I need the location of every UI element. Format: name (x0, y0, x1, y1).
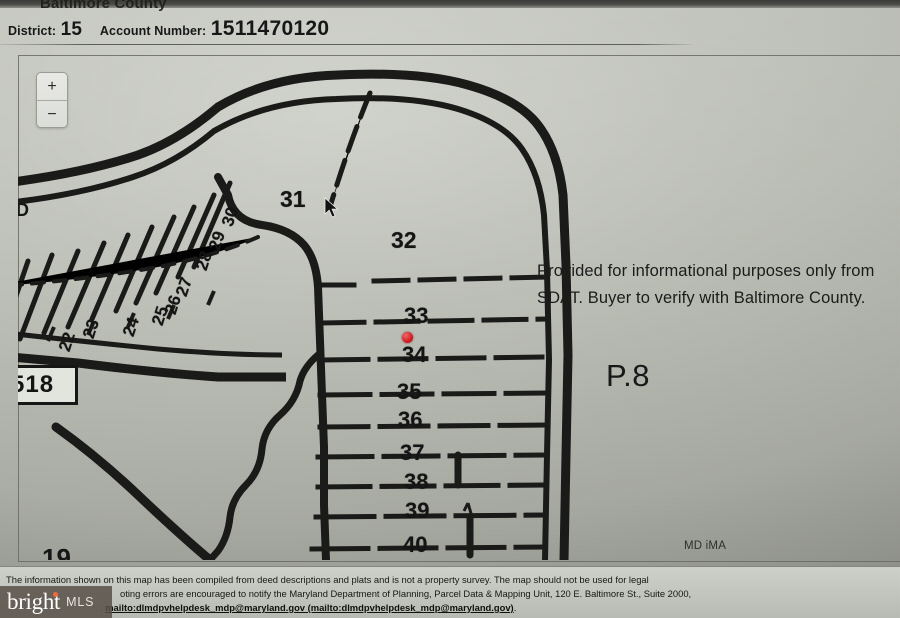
county-title: Baltimore County (40, 0, 167, 12)
bright-mls-wordmark: bright (7, 589, 60, 615)
mouse-cursor-icon (324, 197, 339, 218)
map-canvas[interactable]: + − D 19 518 313233343536373839404142 30… (18, 55, 900, 560)
header-info-row: District: 15 Account Number: 1511470120 (8, 17, 329, 41)
parcel-number-32[interactable]: 32 (391, 227, 417, 253)
map-zoom-control[interactable]: + − (36, 72, 68, 128)
district-value: 15 (60, 19, 83, 40)
parcel-number-40[interactable]: 40 (403, 532, 428, 557)
map-attribution-label: MD iMA (684, 540, 727, 552)
bright-mls-brand-text: bright (7, 589, 61, 614)
account-number-value: 1511470120 (210, 17, 330, 40)
account-number-label: Account Number: (99, 24, 207, 38)
header-divider (0, 44, 692, 45)
header-top-band (0, 0, 900, 8)
parcel-number-35[interactable]: 35 (397, 379, 422, 404)
parcel-number-33[interactable]: 33 (404, 303, 429, 328)
district-label: District: (8, 24, 57, 38)
parcel-number-36[interactable]: 36 (398, 407, 423, 432)
map-frame-border (18, 55, 900, 562)
mdp-helpdesk-mailto-link[interactable]: mailto:dlmdpvhelpdesk_mdp@maryland.gov (… (105, 602, 514, 613)
parcel-number-39[interactable]: 39 (405, 498, 430, 523)
block-number-box: 518 (18, 365, 78, 405)
parcel-number-38[interactable]: 38 (404, 469, 429, 494)
disclaimer-line-1: The information shown on this map has be… (6, 574, 649, 585)
zoom-in-button[interactable]: + (37, 73, 67, 101)
map-edge-label-bottom: 19 (42, 543, 71, 560)
zoom-out-button[interactable]: − (47, 105, 57, 123)
map-edge-label-left: D (18, 200, 29, 220)
parcel-number-37[interactable]: 37 (400, 440, 425, 465)
block-number-label: 518 (18, 371, 55, 398)
bright-mls-watermark: bright MLS (0, 586, 112, 618)
parcel-map-drawing (18, 69, 573, 560)
parcel-number-34[interactable]: 34 (402, 342, 427, 367)
disclaimer-line-3: . mailto:dlmdpvhelpdesk_mdp@maryland.gov… (100, 602, 516, 613)
parcel-number-31[interactable]: 31 (280, 186, 306, 212)
selected-parcel-marker[interactable] (402, 332, 413, 343)
map-disclaimer-footer: The information shown on this map has be… (0, 566, 900, 618)
disclaimer-line-2: oting errors are encouraged to notify th… (120, 588, 692, 599)
bright-mls-accent-dot (53, 592, 59, 597)
page-reference-label: P.8 (606, 358, 651, 393)
annotation-line-1: Provided for informational purposes only… (537, 262, 875, 280)
annotation-line-2: SDAT. Buyer to verify with Baltimore Cou… (537, 289, 866, 307)
bright-mls-sub-text: MLS (66, 595, 95, 609)
map-annotation-note: Provided for informational purposes only… (537, 258, 897, 312)
disclaimer-line-3-suffix: . (513, 602, 517, 613)
